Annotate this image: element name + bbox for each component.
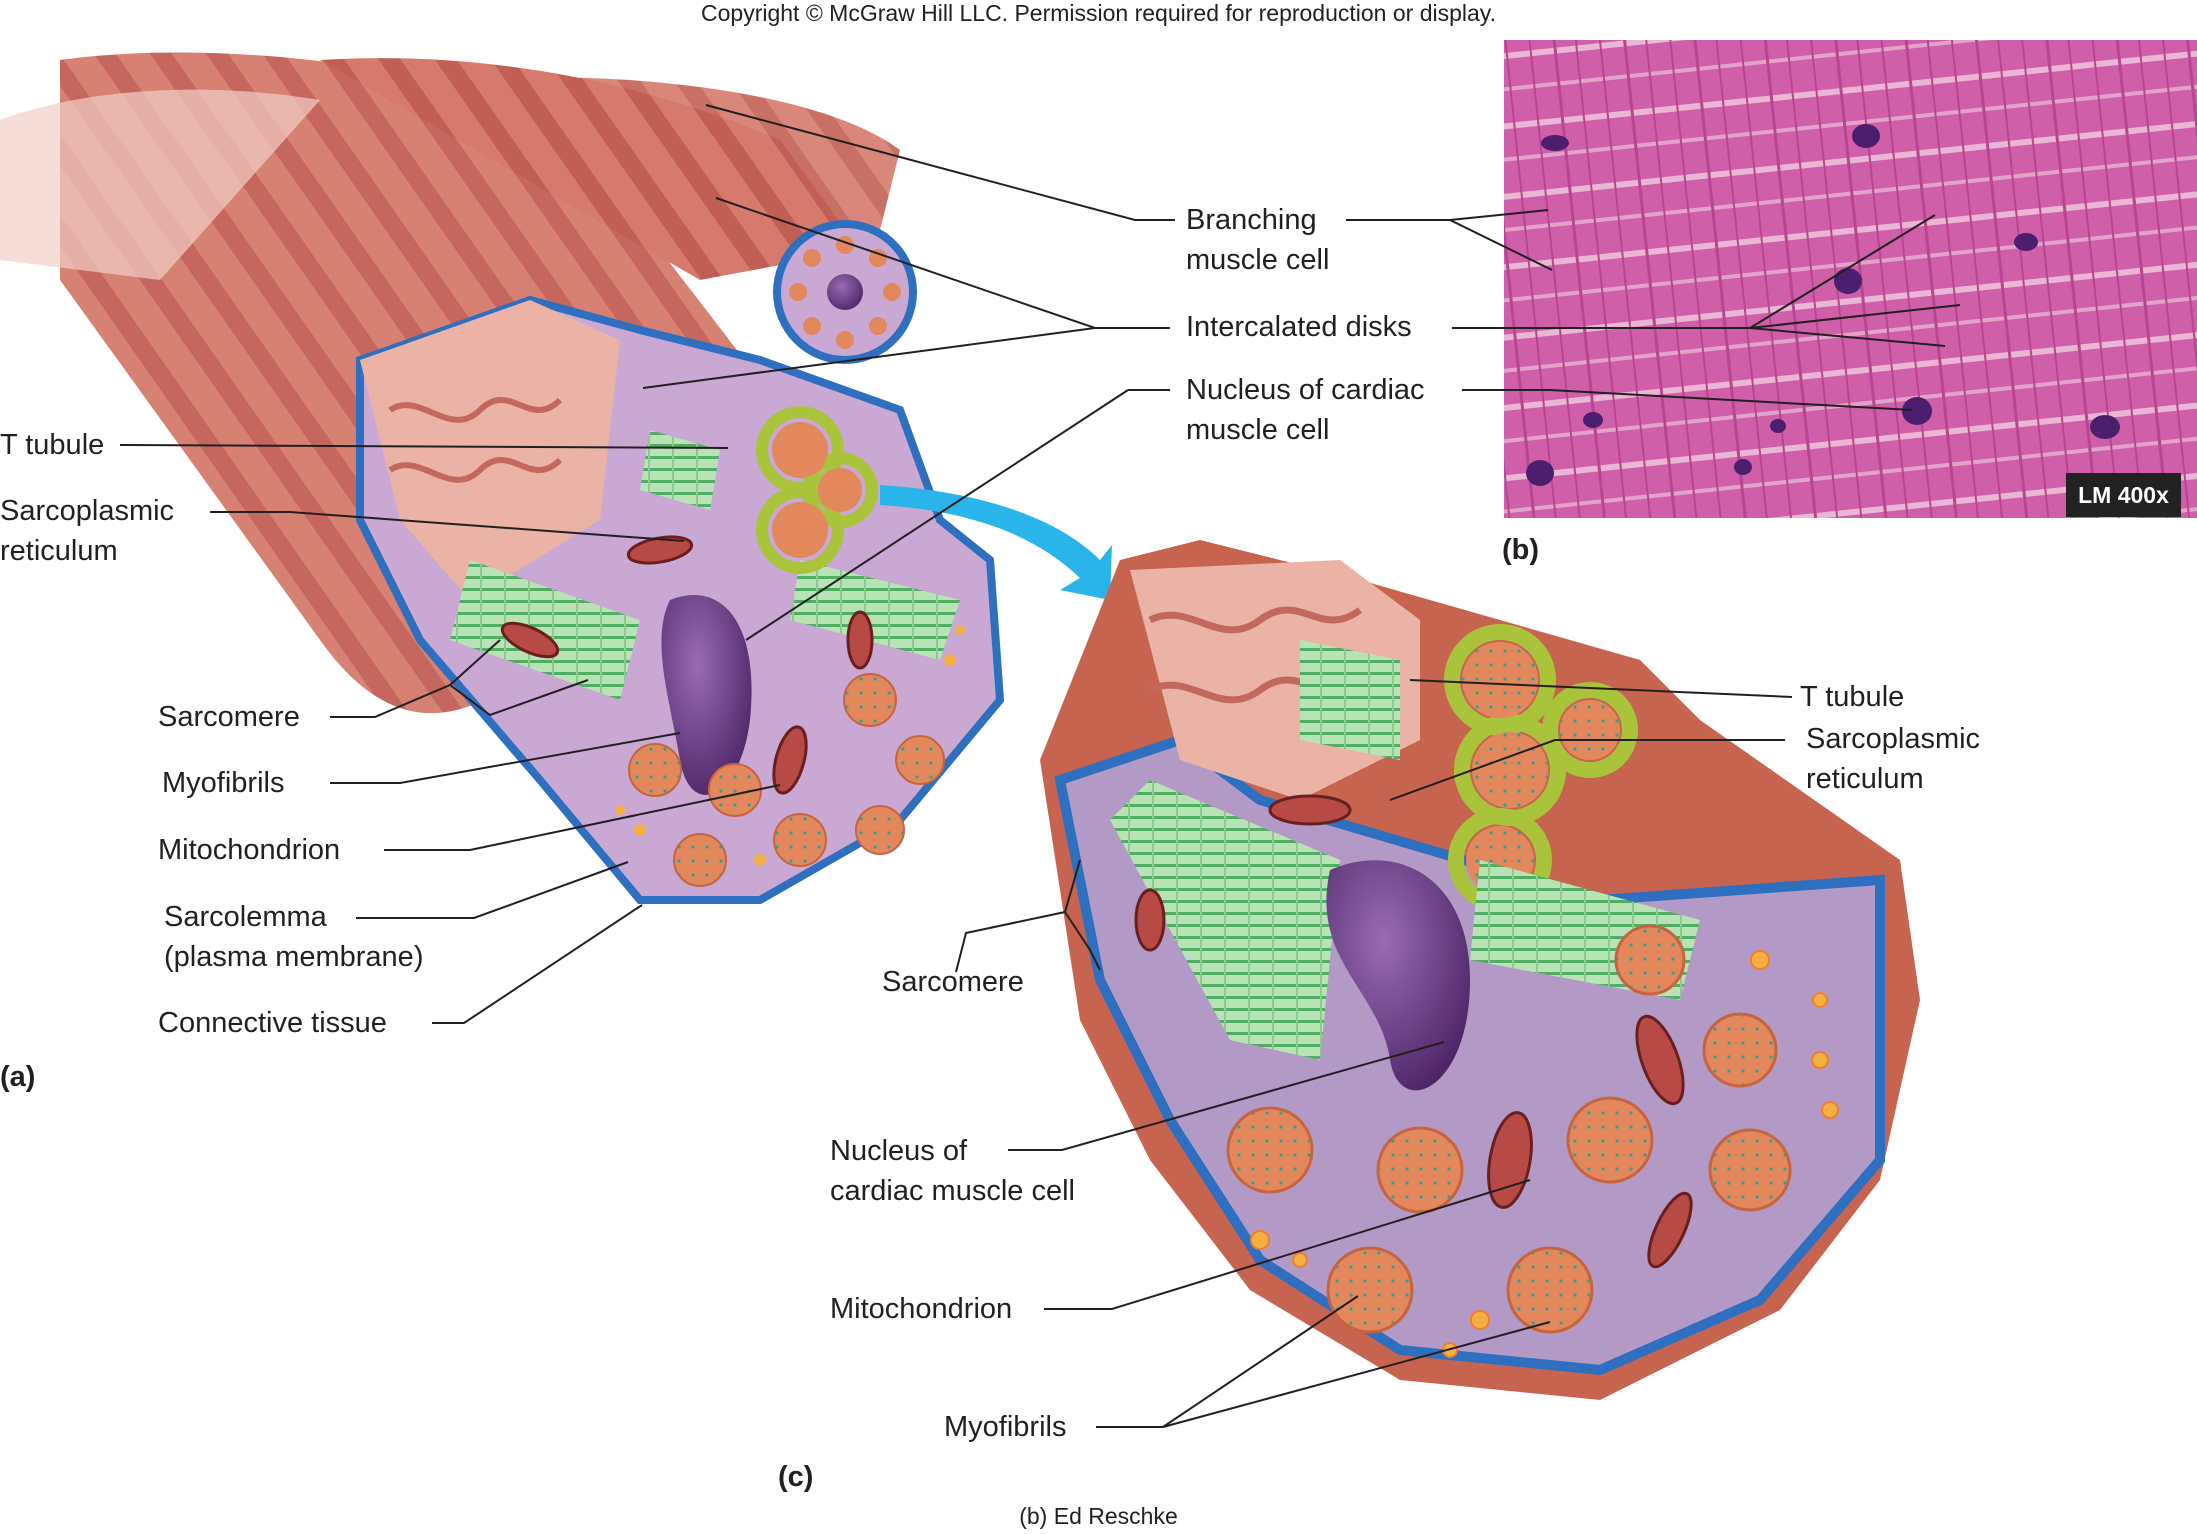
label-a-sarcoplasmic-2: reticulum — [0, 535, 118, 567]
label-a-t-tubule: T tubule — [0, 429, 105, 461]
label-c-sarcomere: Sarcomere — [882, 966, 1024, 998]
label-c-mitochondrion: Mitochondrion — [830, 1293, 1013, 1325]
label-b-branching-2: muscle cell — [1186, 244, 1330, 276]
panel-c-drawing — [1040, 540, 1920, 1400]
label-c-t-tubule: T tubule — [1800, 681, 1905, 713]
micrograph-image — [1504, 40, 2197, 518]
label-a-mitochondrion: Mitochondrion — [158, 834, 341, 866]
leader-lines — [119, 104, 1961, 1428]
panel-label-c: (c) — [778, 1461, 814, 1493]
label-a-sarcomere: Sarcomere — [158, 701, 300, 733]
label-c-myofibrils: Myofibrils — [944, 1411, 1067, 1443]
copyright-notice: Copyright © McGraw Hill LLC. Permission … — [701, 0, 1496, 26]
label-b-nucleus-1: Nucleus of cardiac — [1186, 374, 1425, 406]
zoom-arrow — [880, 485, 1112, 600]
label-a-myofibrils: Myofibrils — [162, 767, 285, 799]
label-b-branching-1: Branching — [1186, 204, 1317, 236]
label-b-nucleus-2: muscle cell — [1186, 414, 1330, 446]
label-c-nucleus-2: cardiac muscle cell — [830, 1175, 1075, 1207]
label-a-sarcolemma-2: (plasma membrane) — [164, 941, 424, 973]
label-c-nucleus-1: Nucleus of — [830, 1135, 968, 1167]
label-a-sarcoplasmic-1: Sarcoplasmic — [0, 495, 175, 527]
label-a-sarcolemma-1: Sarcolemma — [164, 901, 327, 933]
panel-a-drawing — [0, 52, 1005, 904]
label-b-intercalated-disks: Intercalated disks — [1186, 311, 1412, 343]
panel-label-b: (b) — [1502, 534, 1540, 566]
panel-label-a: (a) — [0, 1061, 36, 1093]
photo-credit: (b) Ed Reschke — [1019, 1503, 1178, 1529]
label-c-sarcoplasmic-1: Sarcoplasmic — [1806, 723, 1981, 755]
label-c-sarcoplasmic-2: reticulum — [1806, 763, 1924, 795]
label-a-connective-tissue: Connective tissue — [158, 1007, 387, 1039]
magnification-badge: LM 400x — [2066, 473, 2181, 517]
